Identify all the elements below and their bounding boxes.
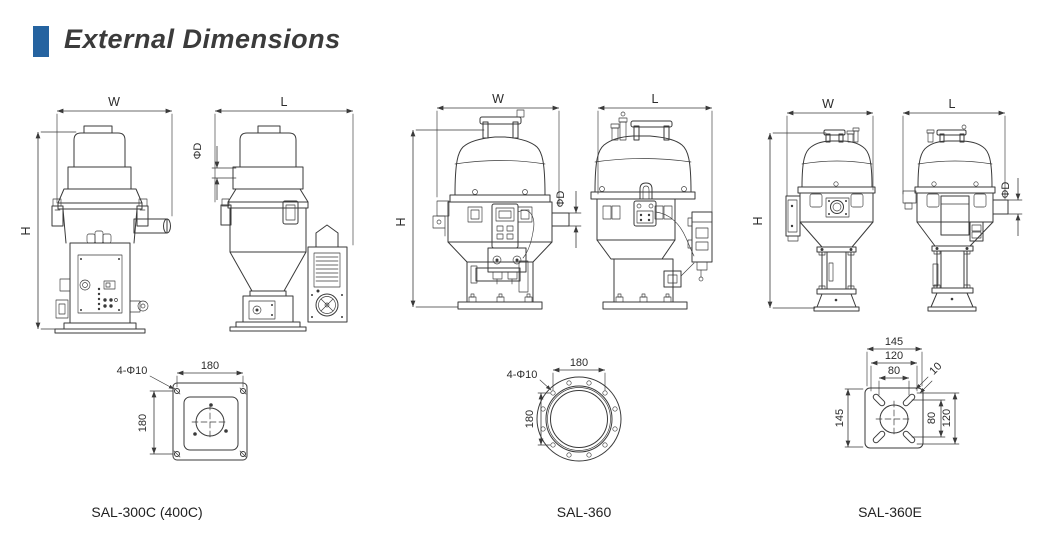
sal-360-front-view: W H ΦD (394, 92, 582, 310)
dim-label-w: W (108, 95, 120, 109)
page-title: External Dimensions (64, 24, 341, 54)
title-accent-bar (33, 26, 49, 57)
dim-145-top: 145 (885, 336, 903, 348)
dim-10-slot: 10 (927, 360, 944, 377)
dim-80-side: 80 (926, 412, 938, 424)
dim-label-w: W (492, 92, 504, 106)
dim-label-l: L (949, 97, 956, 111)
dim-180-side: 180 (524, 410, 536, 428)
machine-outline (432, 109, 570, 310)
sal-300c-flange-view: 4-Φ10 180 180 (117, 360, 248, 461)
machine-outline (590, 111, 713, 310)
dim-label-w: W (822, 97, 834, 111)
dim-180-top: 180 (201, 360, 219, 372)
sal-360-side-view: L (590, 92, 713, 310)
machine-outline (785, 127, 876, 312)
dim-180-side: 180 (137, 414, 149, 432)
dimension-height: H (19, 131, 77, 330)
machine-outline (902, 124, 1009, 312)
dimension-height: H (751, 132, 827, 309)
model-label-sal-360: SAL-360 (557, 504, 612, 520)
sal-360e-flange-view: 145 120 80 145 80 120 10 (834, 336, 960, 449)
dim-label-l: L (281, 95, 288, 109)
dim-80-top: 80 (888, 365, 900, 377)
model-label-sal-300c: SAL-300C (400C) (91, 504, 202, 520)
dim-label-l: L (652, 92, 659, 106)
dimension-length: L (214, 95, 354, 246)
machine-outline (51, 125, 171, 334)
dimension-width: W (786, 97, 874, 197)
dim-label-phid: ΦD (555, 191, 567, 208)
dimension-width: W (56, 95, 173, 217)
dim-label-h: H (394, 217, 408, 226)
dim-label-h: H (19, 226, 33, 235)
dim-label-phid: ΦD (192, 143, 204, 160)
dim-label-h: H (751, 216, 765, 225)
dimension-diameter: ΦD (1000, 178, 1023, 236)
sal-360e-side-view: L ΦD (902, 97, 1023, 312)
sal-300c-front-view: W H (19, 95, 173, 334)
dimension-length: L (902, 97, 1006, 200)
dim-120-top: 120 (885, 350, 903, 362)
sal-360-flange-view: 180 4-Φ10 180 (507, 357, 622, 462)
flange-outline (536, 376, 622, 462)
dim-145-side: 145 (834, 409, 846, 427)
dimension-width: W (436, 92, 560, 206)
dimension-diameter: ΦD (555, 191, 582, 248)
dim-label-phid: ΦD (1000, 182, 1012, 199)
flange-outline (864, 387, 924, 449)
dim-120-side: 120 (941, 409, 953, 427)
hole-note: 4-Φ10 (117, 365, 148, 377)
dimension-diameter: ΦD (192, 143, 237, 200)
hole-note: 4-Φ10 (507, 369, 538, 381)
dimension-height: H (394, 129, 485, 308)
sal-300c-side-view: L ΦD (192, 95, 354, 332)
model-label-sal-360e: SAL-360E (858, 504, 922, 520)
flange-outline (172, 382, 248, 461)
machine-outline (220, 125, 348, 332)
dim-180-top: 180 (570, 357, 588, 369)
sal-360e-front-view: W H (751, 97, 876, 312)
